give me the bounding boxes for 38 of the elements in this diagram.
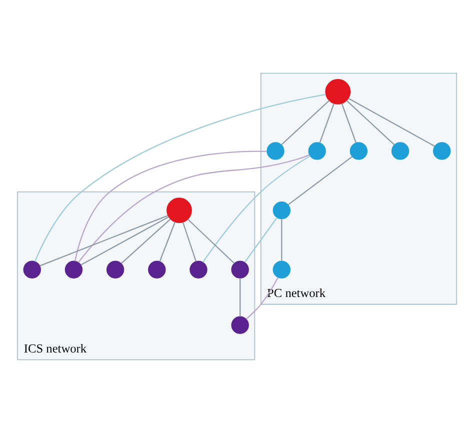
connector [281,100,330,145]
node-circle [391,142,410,160]
cluster: ICS network [17,190,256,360]
connector [346,100,395,145]
node-circle [433,142,451,160]
node-circle [272,200,291,219]
node-circle [266,142,284,160]
node-circle [148,260,166,278]
connector [281,218,282,260]
connector [40,214,168,266]
connector [34,93,326,262]
node-circle [231,316,249,334]
connector [288,156,352,205]
node-circle [23,260,41,278]
node-circle [64,260,83,278]
connector [121,218,171,264]
node-circle [106,260,124,278]
node-circle [272,260,291,278]
connector [159,221,176,262]
connector [246,276,279,320]
cluster: PC network [260,72,457,304]
node-circle [231,260,249,278]
node-circle [166,197,192,223]
connector [341,102,357,143]
connector [319,102,334,143]
connector [348,97,436,146]
connector [188,218,235,264]
node-circle [190,260,208,278]
node-circle [308,142,326,160]
connector [182,222,197,262]
connector [240,278,241,316]
connector [74,150,267,261]
connector [202,154,310,262]
connector [244,216,278,262]
node-circle [350,142,368,160]
node-circle [325,78,351,104]
connector [78,154,310,262]
connector [80,216,169,265]
